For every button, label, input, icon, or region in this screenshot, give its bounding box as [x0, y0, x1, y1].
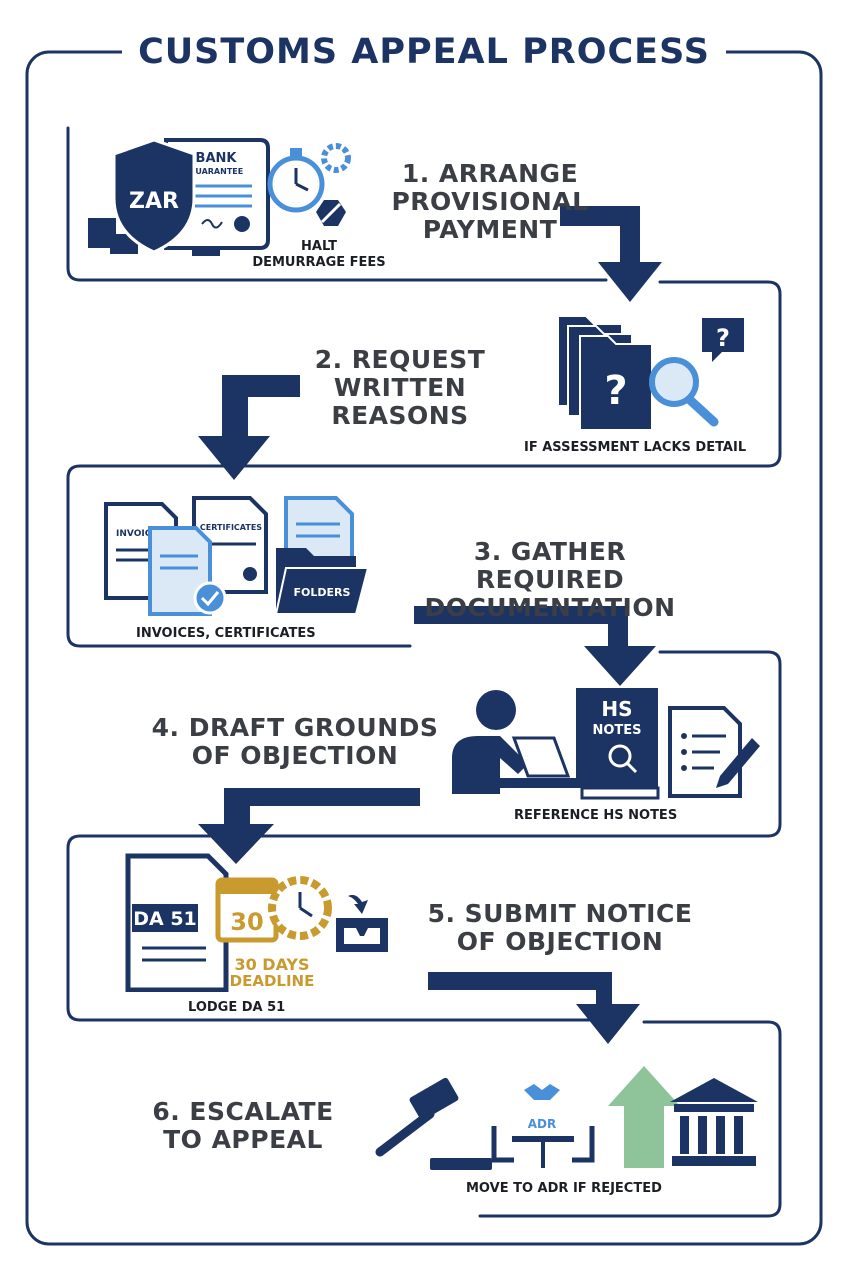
step-6-heading: 6. ESCALATE TO APPEAL [138, 1098, 348, 1154]
step-5-line-2: OF OBJECTION [456, 927, 664, 956]
box-4-5-border [66, 650, 782, 1022]
hs-notes-book-icon: HS NOTES [576, 688, 660, 800]
deadline-days-label: 30 DAYS [234, 955, 309, 974]
box-1-border [66, 126, 608, 282]
step-1-caption: HALT DEMURRAGE FEES [244, 239, 394, 271]
escalation-up-arrow-icon [608, 1066, 680, 1168]
step-4-heading: 4. DRAFT GROUNDS OF OBJECTION [130, 714, 460, 770]
step-3-line-2: DOCUMENTATION [424, 593, 676, 622]
guarantee-label: GUARANTEE [189, 167, 243, 176]
step-1-caption-line-1: HALT [301, 239, 337, 254]
step-2-caption: IF ASSESSMENT LACKS DETAIL [524, 440, 747, 455]
gear-icon [321, 143, 351, 173]
step-1-heading: 1. ARRANGE PROVISIONAL PAYMENT [372, 160, 608, 244]
step-6-icons: ADR [375, 1066, 758, 1170]
step-6-line-2: TO APPEAL [163, 1125, 323, 1154]
arrow-5-to-6 [428, 972, 640, 1044]
person-writing-icon [452, 690, 586, 794]
step-boxes [66, 126, 782, 1218]
step-2-line-2: WRITTEN [333, 373, 467, 402]
invoices-label: INVOICES [116, 529, 164, 539]
step-3-icons: INVOICES CERTIFICATES FOLDERS [104, 496, 370, 616]
magnifying-glass-icon [649, 357, 719, 427]
folders-label: FOLDERS [294, 586, 351, 599]
step-3-heading: 3. GATHER REQUIRED DOCUMENTATION [400, 538, 700, 622]
step-5-caption: LODGE DA 51 [188, 1000, 286, 1015]
zar-label: ZAR [129, 189, 179, 214]
handshake-icon [524, 1084, 560, 1100]
step-4-line-2: OF OBJECTION [191, 741, 399, 770]
arrow-3-to-4 [414, 606, 656, 686]
arrow-1-to-2 [560, 206, 662, 302]
question-bubble-icon: ? [702, 318, 744, 362]
arrow-2-to-3 [198, 375, 300, 480]
box-2-3-border [66, 280, 782, 648]
step-2-line-3: REASONS [331, 401, 469, 430]
box-6-border [478, 1020, 782, 1218]
da51-form-icon: DA 51 [125, 853, 229, 992]
deadline-label: DEADLINE [230, 972, 315, 990]
step-4-line-1: 4. DRAFT GROUNDS [151, 713, 439, 742]
step-1-icons: BANK GUARANTEE ZAR [88, 138, 351, 256]
folder-icon: FOLDERS [274, 548, 370, 615]
calendar-number: 30 [230, 908, 263, 936]
bubble-question-mark: ? [716, 324, 730, 352]
clock-gear-icon [268, 876, 332, 940]
step-2-heading: 2. REQUEST WRITTEN REASONS [300, 346, 500, 430]
bank-label: BANK [196, 151, 238, 166]
step-6-caption: MOVE TO ADR IF REJECTED [466, 1181, 662, 1196]
courthouse-icon [670, 1078, 758, 1166]
arrow-4-to-5 [198, 788, 420, 864]
step-1-line-1: 1. ARRANGE [401, 159, 579, 188]
adr-meeting-icon: ADR [491, 1084, 595, 1168]
step-6-line-1: 6. ESCALATE [152, 1097, 334, 1126]
folder-stack-icon: ? [557, 315, 653, 431]
adr-label: ADR [528, 1117, 557, 1131]
stopwatch-icon [267, 148, 325, 213]
step-4-caption: REFERENCE HS NOTES [514, 808, 678, 823]
step-5-icons: DA 51 30 30 DAYS DEADLINE [125, 853, 388, 992]
inbox-tray-icon [336, 894, 388, 952]
step-1-line-3: PAYMENT [422, 215, 558, 244]
step-3-line-1: 3. GATHER REQUIRED [473, 537, 627, 594]
calendar-icon: 30 [215, 877, 279, 943]
step-4-icons: HS NOTES [452, 688, 760, 800]
certificates-label: CERTIFICATES [200, 523, 262, 532]
stop-sign-icon [316, 200, 346, 226]
da51-label: DA 51 [133, 908, 197, 930]
step-2-icons: ? ? [557, 315, 744, 431]
step-5-heading: 5. SUBMIT NOTICE OF OBJECTION [400, 900, 720, 956]
book-notes-label: NOTES [592, 723, 641, 738]
step-2-line-1: 2. REQUEST [314, 345, 486, 374]
step-1-line-2: PROVISIONAL [391, 187, 589, 216]
checked-document-icon [148, 526, 227, 616]
flow-arrows [198, 206, 662, 1044]
shield-icon: ZAR [112, 138, 196, 254]
book-hs-label: HS [601, 697, 632, 721]
step-5-line-1: 5. SUBMIT NOTICE [427, 899, 693, 928]
checklist-pen-icon [668, 706, 760, 798]
question-mark-icon: ? [604, 368, 627, 414]
step-3-caption: INVOICES, CERTIFICATES [136, 626, 316, 641]
gavel-icon [375, 1077, 492, 1170]
page-title: CUSTOMS APPEAL PROCESS [0, 32, 848, 72]
step-1-caption-line-2: DEMURRAGE FEES [252, 255, 386, 270]
